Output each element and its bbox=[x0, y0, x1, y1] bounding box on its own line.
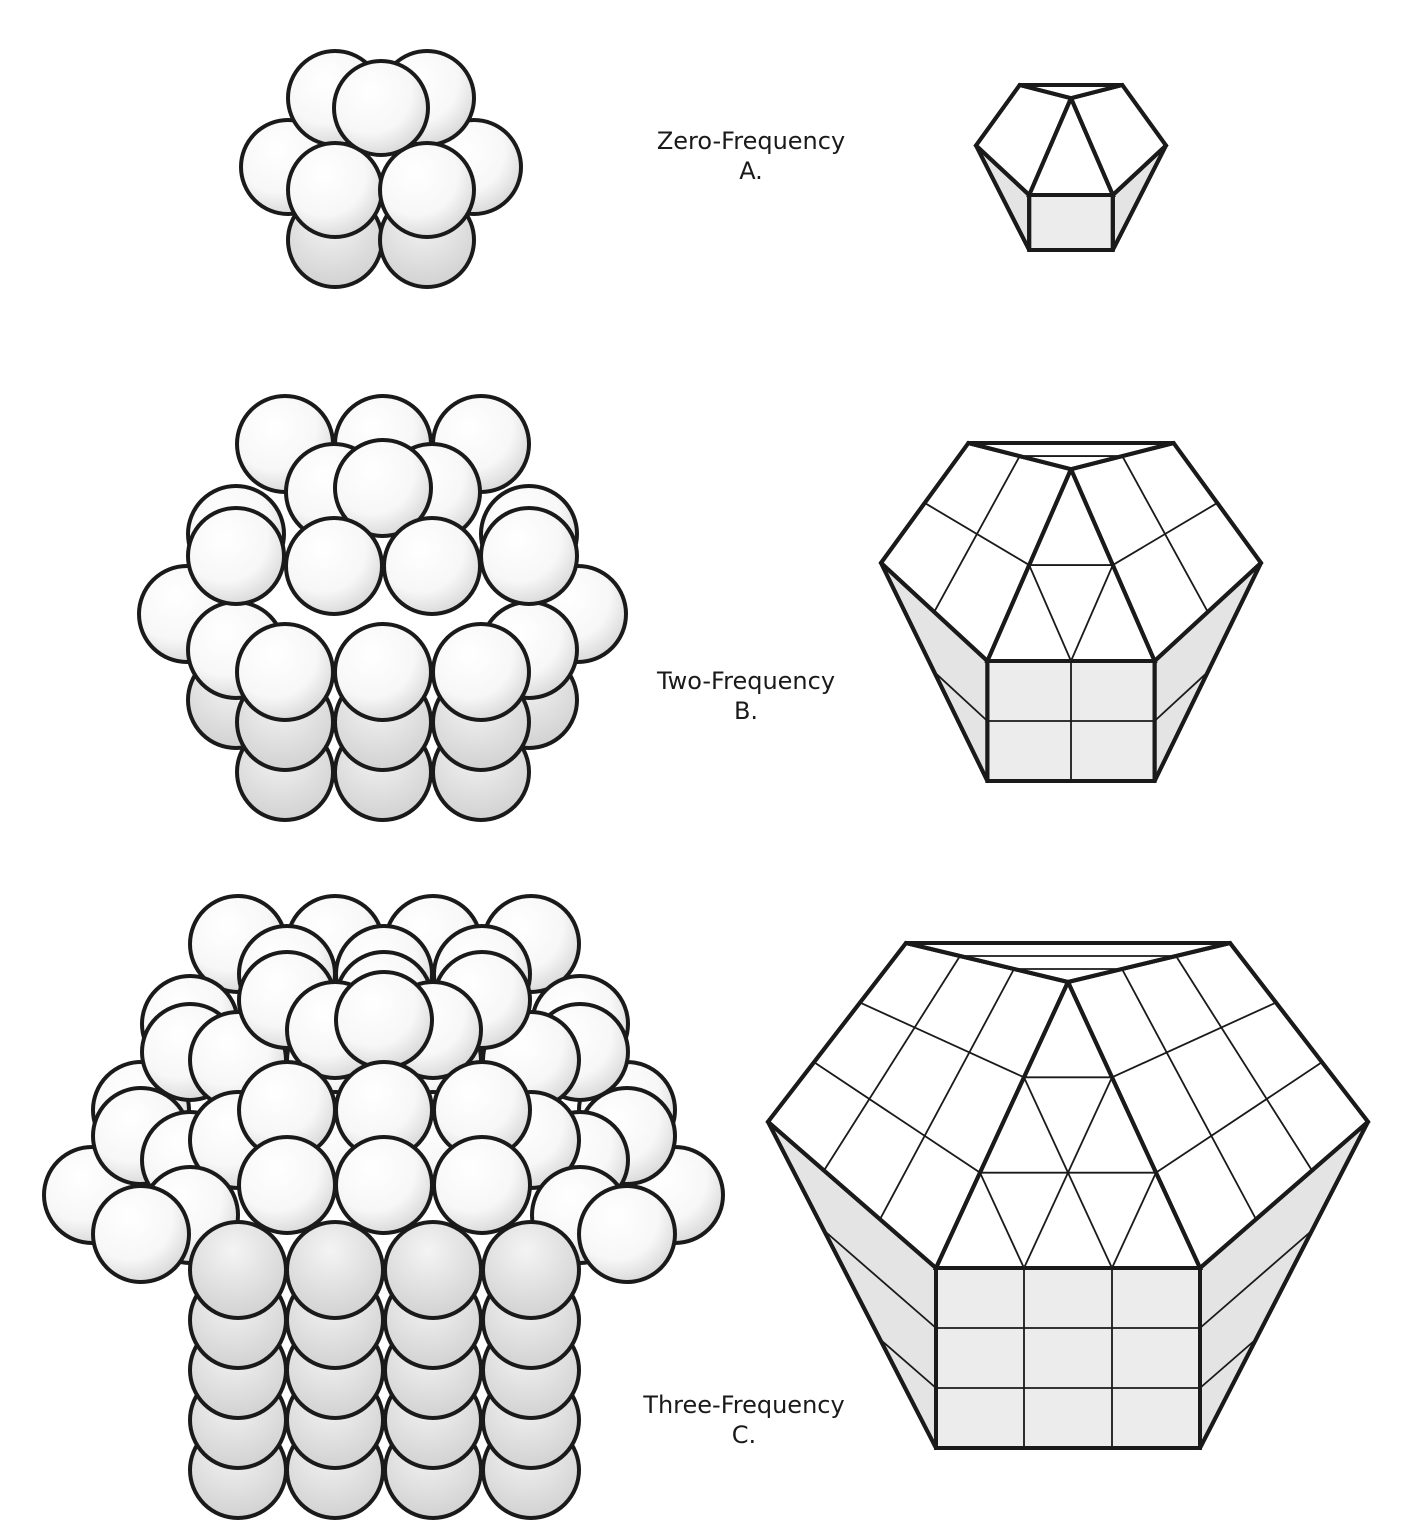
edge-line bbox=[1066, 941, 1232, 984]
grid-line bbox=[933, 671, 989, 722]
letter-label-a: A. bbox=[739, 157, 763, 185]
grid-line bbox=[1023, 1076, 1113, 1269]
frequency-label-c: Three-Frequency bbox=[643, 1391, 845, 1419]
sphere bbox=[188, 1220, 288, 1320]
grid-line bbox=[1121, 455, 1209, 613]
sphere bbox=[577, 1184, 677, 1284]
sphere bbox=[334, 970, 434, 1070]
edge-line bbox=[766, 1119, 938, 1270]
grid-line bbox=[1199, 1338, 1257, 1389]
grid-line bbox=[1175, 955, 1313, 1171]
grid-line bbox=[933, 455, 1021, 613]
edge-line bbox=[879, 560, 990, 663]
edge-line bbox=[1069, 96, 1115, 197]
sphere bbox=[235, 622, 335, 722]
edge-line bbox=[966, 441, 1073, 472]
edge-line bbox=[1069, 467, 1157, 663]
sphere bbox=[285, 1220, 385, 1320]
edge-line bbox=[1027, 96, 1073, 197]
front-face bbox=[1027, 193, 1115, 252]
edge-line bbox=[985, 467, 1073, 663]
edge-line bbox=[879, 441, 971, 565]
edge-line bbox=[1017, 83, 1073, 101]
edge-line bbox=[1069, 83, 1125, 101]
front-face bbox=[934, 1266, 1202, 1450]
grid-line bbox=[1199, 1229, 1313, 1329]
sphere bbox=[91, 1184, 191, 1284]
grid-line bbox=[1111, 1001, 1277, 1079]
sphere bbox=[186, 506, 286, 606]
label-c: Three-Frequency C. bbox=[594, 1390, 894, 1450]
edge-line bbox=[974, 143, 1032, 252]
grid-line bbox=[823, 1229, 937, 1329]
letter-label-b: B. bbox=[733, 697, 759, 725]
grid-line bbox=[879, 1338, 937, 1389]
sphere bbox=[284, 516, 384, 616]
grid-line bbox=[1153, 671, 1209, 722]
sphere bbox=[333, 438, 433, 538]
edge-line bbox=[974, 83, 1022, 148]
sphere bbox=[383, 1220, 483, 1320]
sphere bbox=[286, 141, 384, 239]
sphere bbox=[334, 1135, 434, 1235]
sphere bbox=[237, 1135, 337, 1235]
sphere-cluster-b bbox=[137, 394, 628, 822]
sphere bbox=[432, 1135, 532, 1235]
grid-line bbox=[879, 968, 1015, 1220]
edge-line bbox=[974, 143, 1032, 197]
edge-line bbox=[1120, 83, 1168, 148]
sphere bbox=[378, 141, 476, 239]
grid-line bbox=[1121, 968, 1257, 1220]
grid-line bbox=[1028, 564, 1072, 662]
edge-line bbox=[766, 941, 908, 1124]
letter-label-c: C. bbox=[731, 1421, 757, 1449]
edge-line bbox=[1069, 441, 1176, 472]
edge-line bbox=[1152, 560, 1263, 663]
sphere bbox=[479, 506, 579, 606]
edge-line bbox=[904, 941, 1070, 984]
sphere bbox=[332, 59, 430, 157]
edge-line bbox=[879, 560, 990, 783]
edge-line bbox=[1110, 143, 1168, 252]
grid-line bbox=[1070, 564, 1114, 662]
frequency-label-a: Zero-Frequency bbox=[656, 127, 846, 155]
grid-line bbox=[979, 1172, 1025, 1269]
sphere bbox=[333, 622, 433, 722]
edge-line bbox=[1066, 980, 1202, 1270]
edge-line bbox=[1152, 560, 1263, 783]
sphere-cluster-c bbox=[42, 894, 725, 1520]
grid-line bbox=[1111, 1172, 1157, 1269]
polyhedron-c bbox=[765, 940, 1371, 1450]
polyhedron-a bbox=[973, 82, 1169, 252]
edge-line bbox=[934, 980, 1070, 1270]
edge-line bbox=[1228, 941, 1370, 1124]
sphere bbox=[431, 622, 531, 722]
grid-line bbox=[859, 1001, 1025, 1079]
polyhedron-b bbox=[878, 440, 1264, 783]
grid-line bbox=[823, 955, 961, 1171]
edge-line bbox=[1110, 143, 1168, 197]
edge-line bbox=[1171, 441, 1263, 565]
sphere bbox=[481, 1220, 581, 1320]
grid-line bbox=[813, 1061, 981, 1174]
sphere-cluster-a bbox=[239, 49, 523, 289]
label-b: Two-Frequency B. bbox=[596, 666, 896, 726]
edge-line bbox=[1198, 1119, 1370, 1270]
grid-line bbox=[1155, 1061, 1323, 1174]
frequency-label-b: Two-Frequency bbox=[656, 667, 836, 695]
sphere bbox=[382, 516, 482, 616]
label-a: Zero-Frequency A. bbox=[601, 126, 901, 186]
edge-line bbox=[1198, 1119, 1370, 1450]
edge-line bbox=[766, 1119, 938, 1450]
